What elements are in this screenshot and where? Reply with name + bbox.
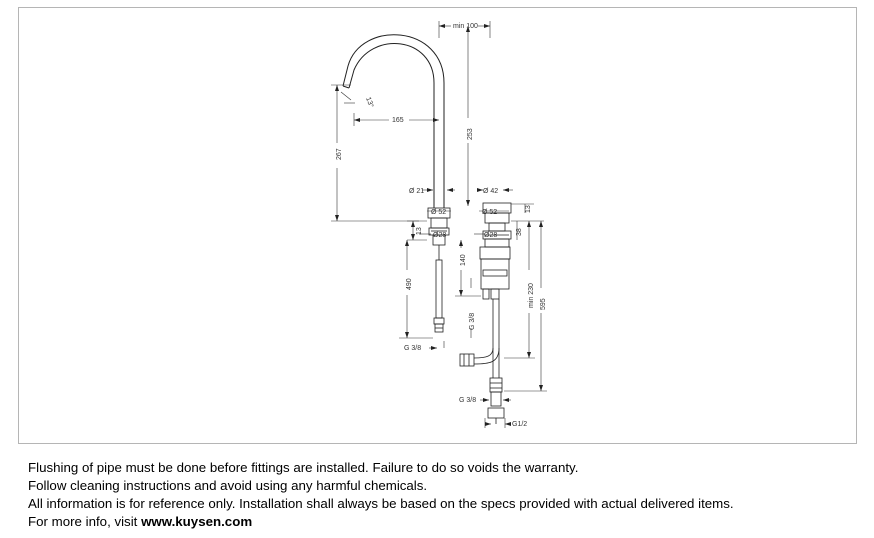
faucet-technical-drawing: min 100 165 267 253 13° Ø 21 Ø 42 Ø 52 Ø… — [331, 21, 547, 428]
dim-dia-52-left: Ø 52 — [431, 209, 446, 216]
spout-gooseneck — [342, 34, 445, 208]
dim-595: 595 — [540, 298, 547, 310]
dim-dia-42: Ø 42 — [483, 188, 498, 195]
note-flushing: Flushing of pipe must be done before fit… — [28, 460, 579, 475]
dim-38-right: 38 — [516, 228, 523, 236]
dim-g38-left: G 3/8 — [404, 345, 421, 352]
dimension-lines — [331, 21, 547, 428]
note-cleaning: Follow cleaning instructions and avoid u… — [28, 478, 428, 493]
spout-base-valve — [427, 207, 451, 333]
dimension-labels: min 100 165 267 253 13° Ø 21 Ø 42 Ø 52 Ø… — [336, 23, 547, 428]
dim-dia-21: Ø 21 — [409, 188, 424, 195]
dim-g12: G1/2 — [512, 421, 527, 428]
installation-notes: Flushing of pipe must be done before fit… — [28, 459, 858, 531]
dim-g38-vertical: G 3/8 — [469, 313, 476, 330]
dim-dia-28-left: Ø28 — [433, 232, 446, 239]
dim-dia-52-right: Ø 52 — [482, 209, 497, 216]
dim-267: 267 — [336, 148, 343, 160]
dim-140: 140 — [460, 254, 467, 266]
dim-dia-28-right: Ø28 — [484, 232, 497, 239]
dim-13-left: 13 — [416, 227, 423, 235]
website-link[interactable]: www.kuysen.com — [141, 514, 253, 529]
dim-angle-13: 13° — [364, 96, 375, 109]
note-more-info: For more info, visit www.kuysen.com — [28, 513, 858, 531]
dim-253: 253 — [467, 128, 474, 140]
dim-165: 165 — [392, 117, 404, 124]
dim-min-230: min 230 — [528, 283, 535, 308]
dim-13-right: 13 — [525, 205, 532, 213]
dim-490: 490 — [406, 278, 413, 290]
dim-g38-bottom: G 3/8 — [459, 397, 476, 404]
technical-drawing-frame: min 100 165 267 253 13° Ø 21 Ø 42 Ø 52 Ø… — [18, 7, 857, 444]
note-more-info-prefix: For more info, visit — [28, 514, 142, 529]
dim-min-100: min 100 — [453, 23, 478, 30]
note-reference: All information is for reference only. I… — [28, 496, 734, 511]
dimension-arrowheads — [335, 24, 543, 426]
mixer-valve-body — [459, 202, 512, 424]
